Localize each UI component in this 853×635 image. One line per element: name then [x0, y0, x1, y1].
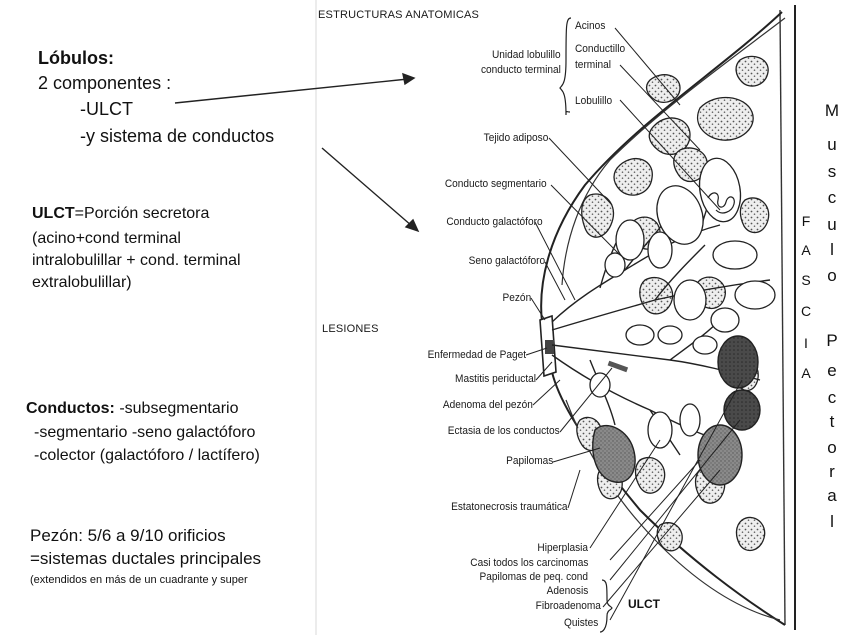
label-quistes: Quistes [563, 617, 598, 629]
label-conductillo-2: terminal [575, 59, 611, 71]
lobules [589, 157, 776, 449]
label-conducto-segmentario: Conducto segmentario [445, 178, 547, 190]
fascia-letter: S [801, 272, 811, 288]
pectoral-letter: o [827, 438, 837, 457]
heading-lesions: LESIONES [322, 323, 379, 335]
pezon-line-2: =sistemas ductales principales [30, 549, 262, 568]
cyst-mass-upper [717, 335, 759, 389]
leader-lines [525, 27, 743, 621]
label-adenoma: Adenoma del pezón [442, 399, 533, 411]
lobulos-line-2: -ULCT [80, 99, 133, 119]
pectoral-letter: c [827, 388, 837, 407]
fascia-letter: A [801, 365, 811, 381]
conductos-line-3: -colector (galactóforo / lactífero) [34, 447, 260, 464]
musculo-letter: M [824, 101, 840, 120]
label-papilomas: Papilomas [505, 455, 553, 467]
fascia-line [779, 9, 786, 626]
label-fibroadenoma: Fibroadenoma [535, 600, 601, 612]
ulct-bracket-bottom [599, 579, 613, 633]
ulct-meaning: =Porción secretora [74, 205, 210, 222]
fascia-letter: I [804, 335, 808, 351]
pointer-arrows [174, 72, 420, 233]
pectoral-letter: a [827, 486, 837, 505]
ulct-line-3: intralobulillar + cond. terminal [32, 252, 241, 269]
papilloma-mass [592, 425, 636, 483]
conductos-definition: Conductos: -subsegmentario [26, 400, 239, 418]
label-ectasia: Ectasia de los conductos [448, 425, 560, 437]
pezon-clip: =sistemas ductales principales (extendid… [30, 549, 313, 599]
label-acinos: Acinos [575, 20, 606, 32]
label-carcinomas: Casi todos los carcinomas [469, 557, 588, 569]
pezon-line-1: Pezón: 5/6 a 9/10 orificios [30, 526, 226, 545]
label-unidad-1: Unidad lobulillo [492, 49, 561, 61]
adipose-tissue [576, 55, 770, 552]
musculo-letter: u [827, 215, 837, 234]
pectoral-letter: e [827, 361, 837, 380]
label-lobulillo: Lobulillo [575, 95, 613, 107]
label-mastitis: Mastitis periductal [454, 373, 536, 385]
lobulos-title: Lóbulos: [38, 48, 114, 68]
label-estatonecrosis: Estatonecrosis traumática [451, 501, 568, 513]
label-hiperplasia: Hiperplasia [537, 542, 588, 554]
musculo-letter: o [827, 266, 837, 285]
terminal-ductule-coil [707, 192, 735, 214]
cyst-mass-lower [723, 389, 761, 431]
musculo-letter: u [827, 135, 837, 154]
ectasia-mark [607, 360, 629, 373]
pezon-line-3: (extendidos en más de un cuadrante y sup… [30, 574, 248, 586]
conductos-type-1: -subsegmentario [114, 400, 239, 417]
label-ulct: ULCT [628, 597, 660, 611]
pectoral-letter: r [829, 462, 835, 481]
lobulos-line-3: -y sistema de conductos [80, 126, 275, 146]
musculo-letter: c [827, 188, 837, 207]
ulct-line-2: (acino+cond terminal [32, 230, 181, 247]
ulct-term: ULCT [32, 205, 75, 222]
paget-lesion-mark [545, 340, 554, 354]
label-conducto-galactoforo: Conducto galactóforo [446, 216, 543, 228]
fascia-letter: F [801, 213, 811, 229]
fascia-letter: A [801, 242, 811, 258]
label-seno-galactoforo: Seno galactóforo [468, 255, 545, 267]
musculo-letter: s [827, 162, 837, 181]
label-tejido-adiposo: Tejido adiposo [483, 132, 548, 144]
label-pezon: Pezón [502, 292, 531, 304]
label-unidad-2: conducto terminal [481, 64, 561, 76]
lobulos-line-1: 2 componentes : [38, 73, 172, 93]
label-paget: Enfermedad de Paget [427, 349, 526, 361]
heading-structures: ESTRUCTURAS ANATOMICAS [318, 9, 480, 21]
pectoral-letter: P [826, 331, 838, 350]
subcutaneous-line [561, 17, 786, 286]
pectoral-letter: l [830, 512, 834, 531]
fibroadenoma-mass [697, 424, 743, 486]
fascia-letter: C [800, 303, 812, 319]
label-conductillo-1: Conductillo [575, 43, 626, 55]
musculo-letter: l [830, 240, 834, 259]
pectoral-letter: t [829, 412, 835, 431]
ulct-bracket-top [559, 17, 572, 116]
conductos-term: Conductos: [26, 400, 115, 417]
label-papilomas-peq: Papilomas de peq. cond [479, 571, 588, 583]
conductos-line-2: -segmentario -seno galactóforo [34, 424, 256, 441]
label-adenosis: Adenosis [546, 585, 588, 597]
ulct-line-4: extralobulillar) [32, 274, 132, 291]
ulct-definition: ULCT=Porción secretora [32, 205, 209, 223]
